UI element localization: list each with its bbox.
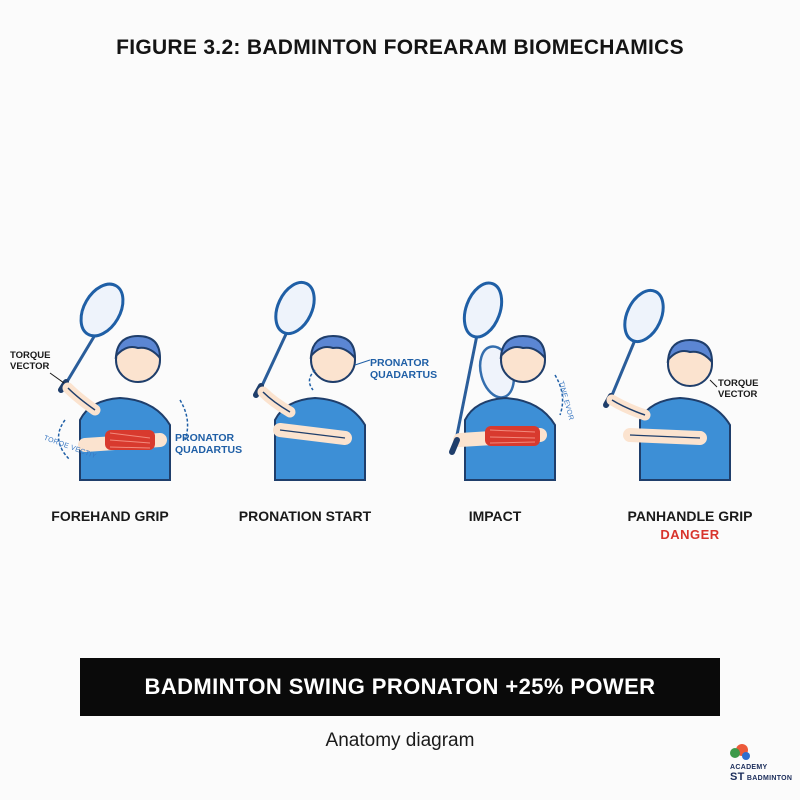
rotation-arrow [554, 374, 564, 416]
panel-caption: PANHANDLE GRIP [627, 508, 753, 524]
panhandle-grip-illustration [603, 288, 731, 481]
logo-mark-text: ST [730, 771, 745, 783]
torque-vector-label: TORQUE VECTOR [10, 350, 51, 372]
panel-impact: TINE EVOR IMPACT [395, 280, 595, 550]
panel-forehand-grip: TORQUE VECTOR PRONATOR QUADARTUS TORQE V… [10, 280, 242, 550]
panel-caption: IMPACT [468, 508, 522, 524]
racket-head [623, 288, 665, 344]
forehand-grip-illustration [49, 282, 189, 481]
muscle-highlight [105, 430, 155, 450]
racket-head [79, 282, 125, 338]
rotation-arrow [308, 369, 316, 391]
racket-head [462, 281, 504, 339]
muscle-highlight [485, 426, 540, 446]
panel-pronation-start: PRONATOR QUADARTUS PRONATION START [205, 280, 437, 550]
hair [666, 338, 714, 365]
logo-top-text: ACADEMY [730, 764, 768, 771]
torque-arrow [57, 419, 71, 461]
pronator-label: PRONATOR QUADARTUS [370, 357, 438, 381]
hair [309, 334, 357, 361]
diagram-subtitle: Anatomy diagram [325, 730, 475, 751]
logo-bottom-text: BADMINTON [746, 775, 793, 782]
figure-title: FIGURE 3.2: BADMINTON FOREARAM BIOMECHAM… [116, 36, 684, 59]
pronator-label: PRONATOR QUADARTUS [175, 432, 243, 456]
impact-illustration [449, 281, 564, 481]
racket-head [274, 280, 316, 336]
pronation-start-illustration [253, 280, 371, 481]
rotation-arrow [179, 399, 189, 441]
panel-panhandle-grip: TORQUE VECTOR PANHANDLE GRIP DANGER [590, 280, 790, 550]
logo-icon [730, 744, 750, 760]
headline-banner: BADMINTON SWING PRONATON +25% POWER [80, 658, 720, 716]
hair [114, 334, 162, 361]
torque-vector-label: TORQUE VECTOR [718, 378, 759, 400]
panel-caption: FOREHAND GRIP [51, 508, 169, 524]
danger-badge: DANGER [660, 527, 720, 542]
panel-caption: PRONATION START [238, 508, 372, 524]
hair [499, 334, 547, 361]
academy-logo: ACADEMY ST BADMINTON [724, 742, 796, 792]
